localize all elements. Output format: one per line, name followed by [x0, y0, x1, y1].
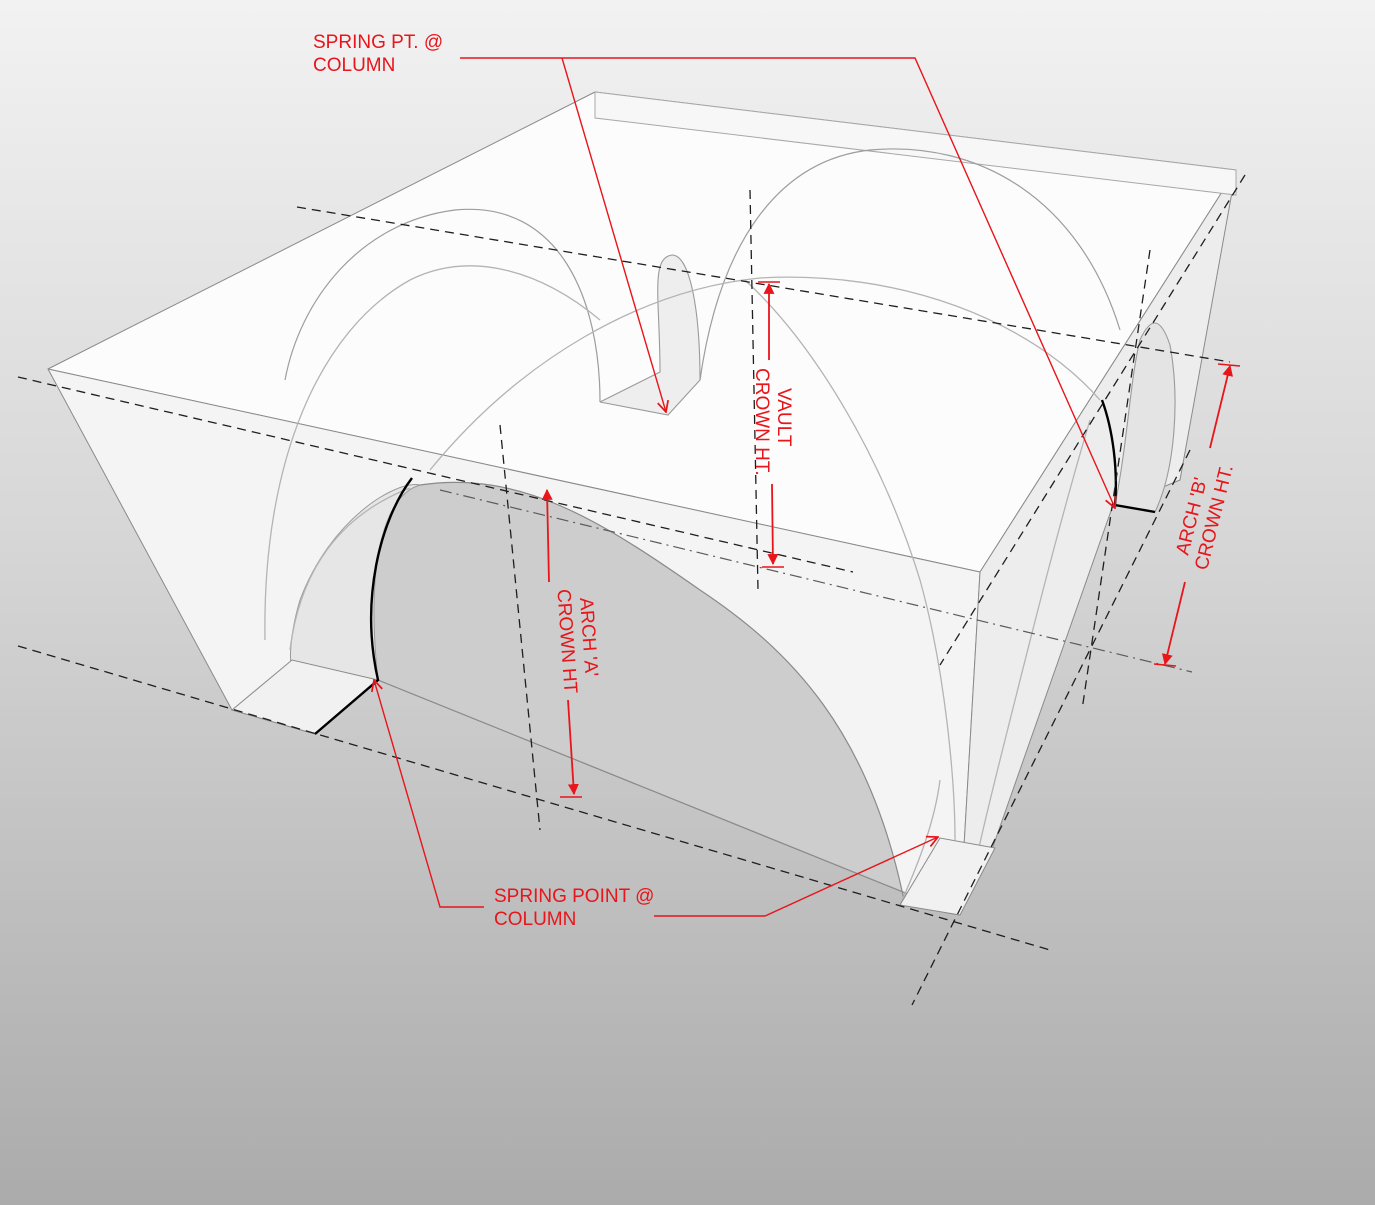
- annotations: [374, 57, 1241, 917]
- dash-vertical-a: [499, 424, 541, 831]
- spring-point-bottom-label: SPRING POINT @ COLUMN: [494, 886, 660, 930]
- arch-b-opening: [1114, 322, 1176, 513]
- vault-crown-line-2: CROWN HT.: [751, 368, 772, 476]
- groin-rib-1: [744, 279, 956, 841]
- groin-rib-4: [971, 419, 1091, 881]
- groin-rib-3: [264, 265, 601, 641]
- groin-rib-6: [899, 779, 941, 906]
- vault-crown-dim-lower: [767, 483, 779, 566]
- vault-crown-label: VAULT CROWN HT.: [751, 368, 794, 476]
- arch-a-spring-curve: [314, 477, 413, 735]
- column-base-front-right: [899, 837, 996, 916]
- spring-point-bottom-leader-right: [654, 837, 938, 917]
- back-arch-pier: [599, 254, 701, 416]
- arch-a-dim-upper: [541, 488, 553, 583]
- spring-pt-top-leader: [460, 57, 1115, 508]
- arch-b-dim-lower: [1162, 581, 1186, 666]
- arch-b-tick-bottom: [1153, 663, 1177, 667]
- spring-point-bottom-leader-left: [374, 680, 484, 908]
- back-arch-left: [284, 208, 601, 403]
- dash-right-1: [939, 174, 1246, 666]
- dash-right-2: [1081, 249, 1151, 711]
- dash-vertical-vault: [749, 189, 759, 591]
- spring-pt-top-line-1: SPRING PT. @: [313, 32, 443, 53]
- back-arch-right: [699, 148, 1121, 381]
- spring-pt-top-leader-2: [561, 57, 666, 412]
- arch-b-tick-top: [1217, 363, 1241, 367]
- groin-rib-2: [429, 276, 1101, 471]
- vault-crown-line-1: VAULT: [773, 388, 794, 447]
- spring-pt-top-line-2: COLUMN: [313, 55, 395, 76]
- arch-a-dim-lower: [567, 699, 579, 796]
- dash-right-3: [911, 449, 1191, 1006]
- arch-a-crown-label: ARCH 'A' CROWN HT: [552, 588, 601, 694]
- vault-back-wall: [594, 91, 1237, 196]
- spring-pt-top-label: SPRING PT. @ COLUMN: [313, 32, 448, 76]
- groin-rib-5: [289, 487, 411, 651]
- arch-b-dim-upper: [1209, 364, 1233, 449]
- spring-point-bottom-line-1: SPRING POINT @: [494, 886, 654, 907]
- spring-point-bottom-line-2: COLUMN: [494, 909, 576, 930]
- vault-block: [47, 91, 1237, 916]
- dashdot-line-diagonal: [439, 489, 1193, 673]
- dash-line-middle: [17, 376, 854, 573]
